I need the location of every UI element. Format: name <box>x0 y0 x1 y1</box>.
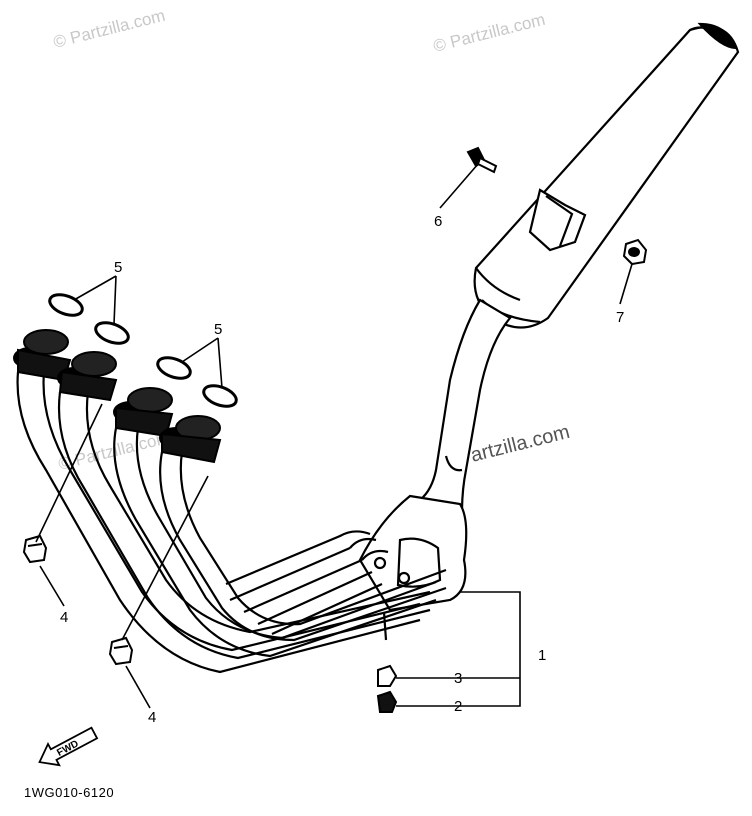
fwd-arrow-icon: FWD <box>38 726 99 767</box>
leader-lines <box>35 163 633 709</box>
callout-2: 2 <box>454 698 462 715</box>
callout-5a: 5 <box>114 259 122 276</box>
gasket-2 <box>94 321 130 345</box>
watermark-top-right: © Partzilla.com <box>431 10 547 56</box>
callout-1: 1 <box>538 647 546 664</box>
gasket-4 <box>202 384 238 408</box>
header-flanges <box>13 329 222 464</box>
bolt <box>466 146 498 174</box>
gasket-3 <box>156 356 192 380</box>
nut-7 <box>622 238 648 266</box>
fwd-label: FWD <box>55 738 80 758</box>
connector-pipe <box>417 298 512 514</box>
callout-4a: 4 <box>60 609 68 626</box>
callout-5b: 5 <box>214 321 222 338</box>
bolt-nut-2-3 <box>376 664 398 713</box>
header-pipes <box>16 371 447 674</box>
callout-6: 6 <box>434 213 442 230</box>
flange-nuts <box>22 534 134 666</box>
callout-4b: 4 <box>148 709 156 726</box>
watermark-top-left: © Partzilla.com <box>51 6 167 52</box>
gasket-1 <box>48 293 84 317</box>
collector <box>358 494 468 641</box>
diagram-code: 1WG010-6120 <box>24 785 114 800</box>
callout-3: 3 <box>454 670 462 687</box>
callout-7: 7 <box>616 309 624 326</box>
muffler <box>473 22 740 329</box>
